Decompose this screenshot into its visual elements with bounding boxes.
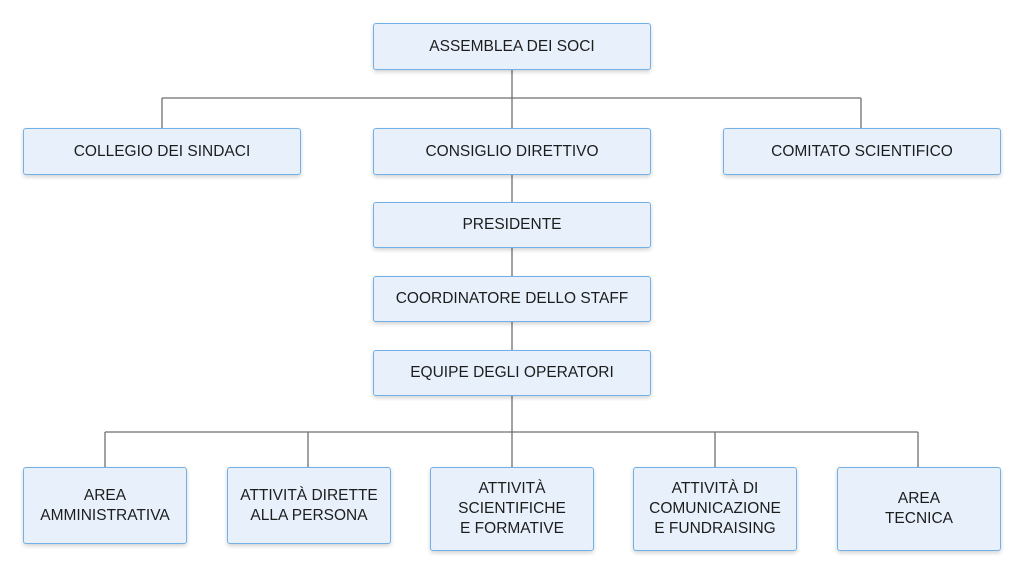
node-label: ATTIVITÀ SCIENTIFICHE E FORMATIVE xyxy=(458,480,566,537)
node-consiglio-direttivo: CONSIGLIO DIRETTIVO xyxy=(373,128,651,175)
node-assemblea-dei-soci: ASSEMBLEA DEI SOCI xyxy=(373,23,651,70)
node-area-tecnica: AREA TECNICA xyxy=(837,467,1001,551)
node-comitato-scientifico: COMITATO SCIENTIFICO xyxy=(723,128,1001,175)
node-equipe-degli-operatori: EQUIPE DEGLI OPERATORI xyxy=(373,350,651,396)
node-attivita-dirette-alla-persona: ATTIVITÀ DIRETTE ALLA PERSONA xyxy=(227,467,391,544)
node-label: COMITATO SCIENTIFICO xyxy=(771,142,953,160)
node-attivita-di-comunicazione-e-fundraising: ATTIVITÀ DI COMUNICAZIONE E FUNDRAISING xyxy=(633,467,797,551)
node-presidente: PRESIDENTE xyxy=(373,202,651,248)
node-label: ATTIVITÀ DIRETTE ALLA PERSONA xyxy=(240,486,378,524)
node-label: ATTIVITÀ DI COMUNICAZIONE E FUNDRAISING xyxy=(649,480,781,537)
node-area-amministrativa: AREA AMMINISTRATIVA xyxy=(23,467,187,544)
node-label: COLLEGIO DEI SINDACI xyxy=(73,142,251,160)
node-collegio-dei-sindaci: COLLEGIO DEI SINDACI xyxy=(23,128,301,175)
node-label: EQUIPE DEGLI OPERATORI xyxy=(410,364,614,381)
node-label: AREA AMMINISTRATIVA xyxy=(40,486,170,524)
node-label: PRESIDENTE xyxy=(462,216,562,233)
node-label: ASSEMBLEA DEI SOCI xyxy=(429,37,595,55)
node-label: CONSIGLIO DIRETTIVO xyxy=(425,142,599,160)
node-coordinatore-dello-staff: COORDINATORE DELLO STAFF xyxy=(373,276,651,322)
node-attivita-scientifiche-e-formative: ATTIVITÀ SCIENTIFICHE E FORMATIVE xyxy=(430,467,594,551)
node-label: AREA TECNICA xyxy=(884,490,954,527)
node-label: COORDINATORE DELLO STAFF xyxy=(395,290,629,307)
